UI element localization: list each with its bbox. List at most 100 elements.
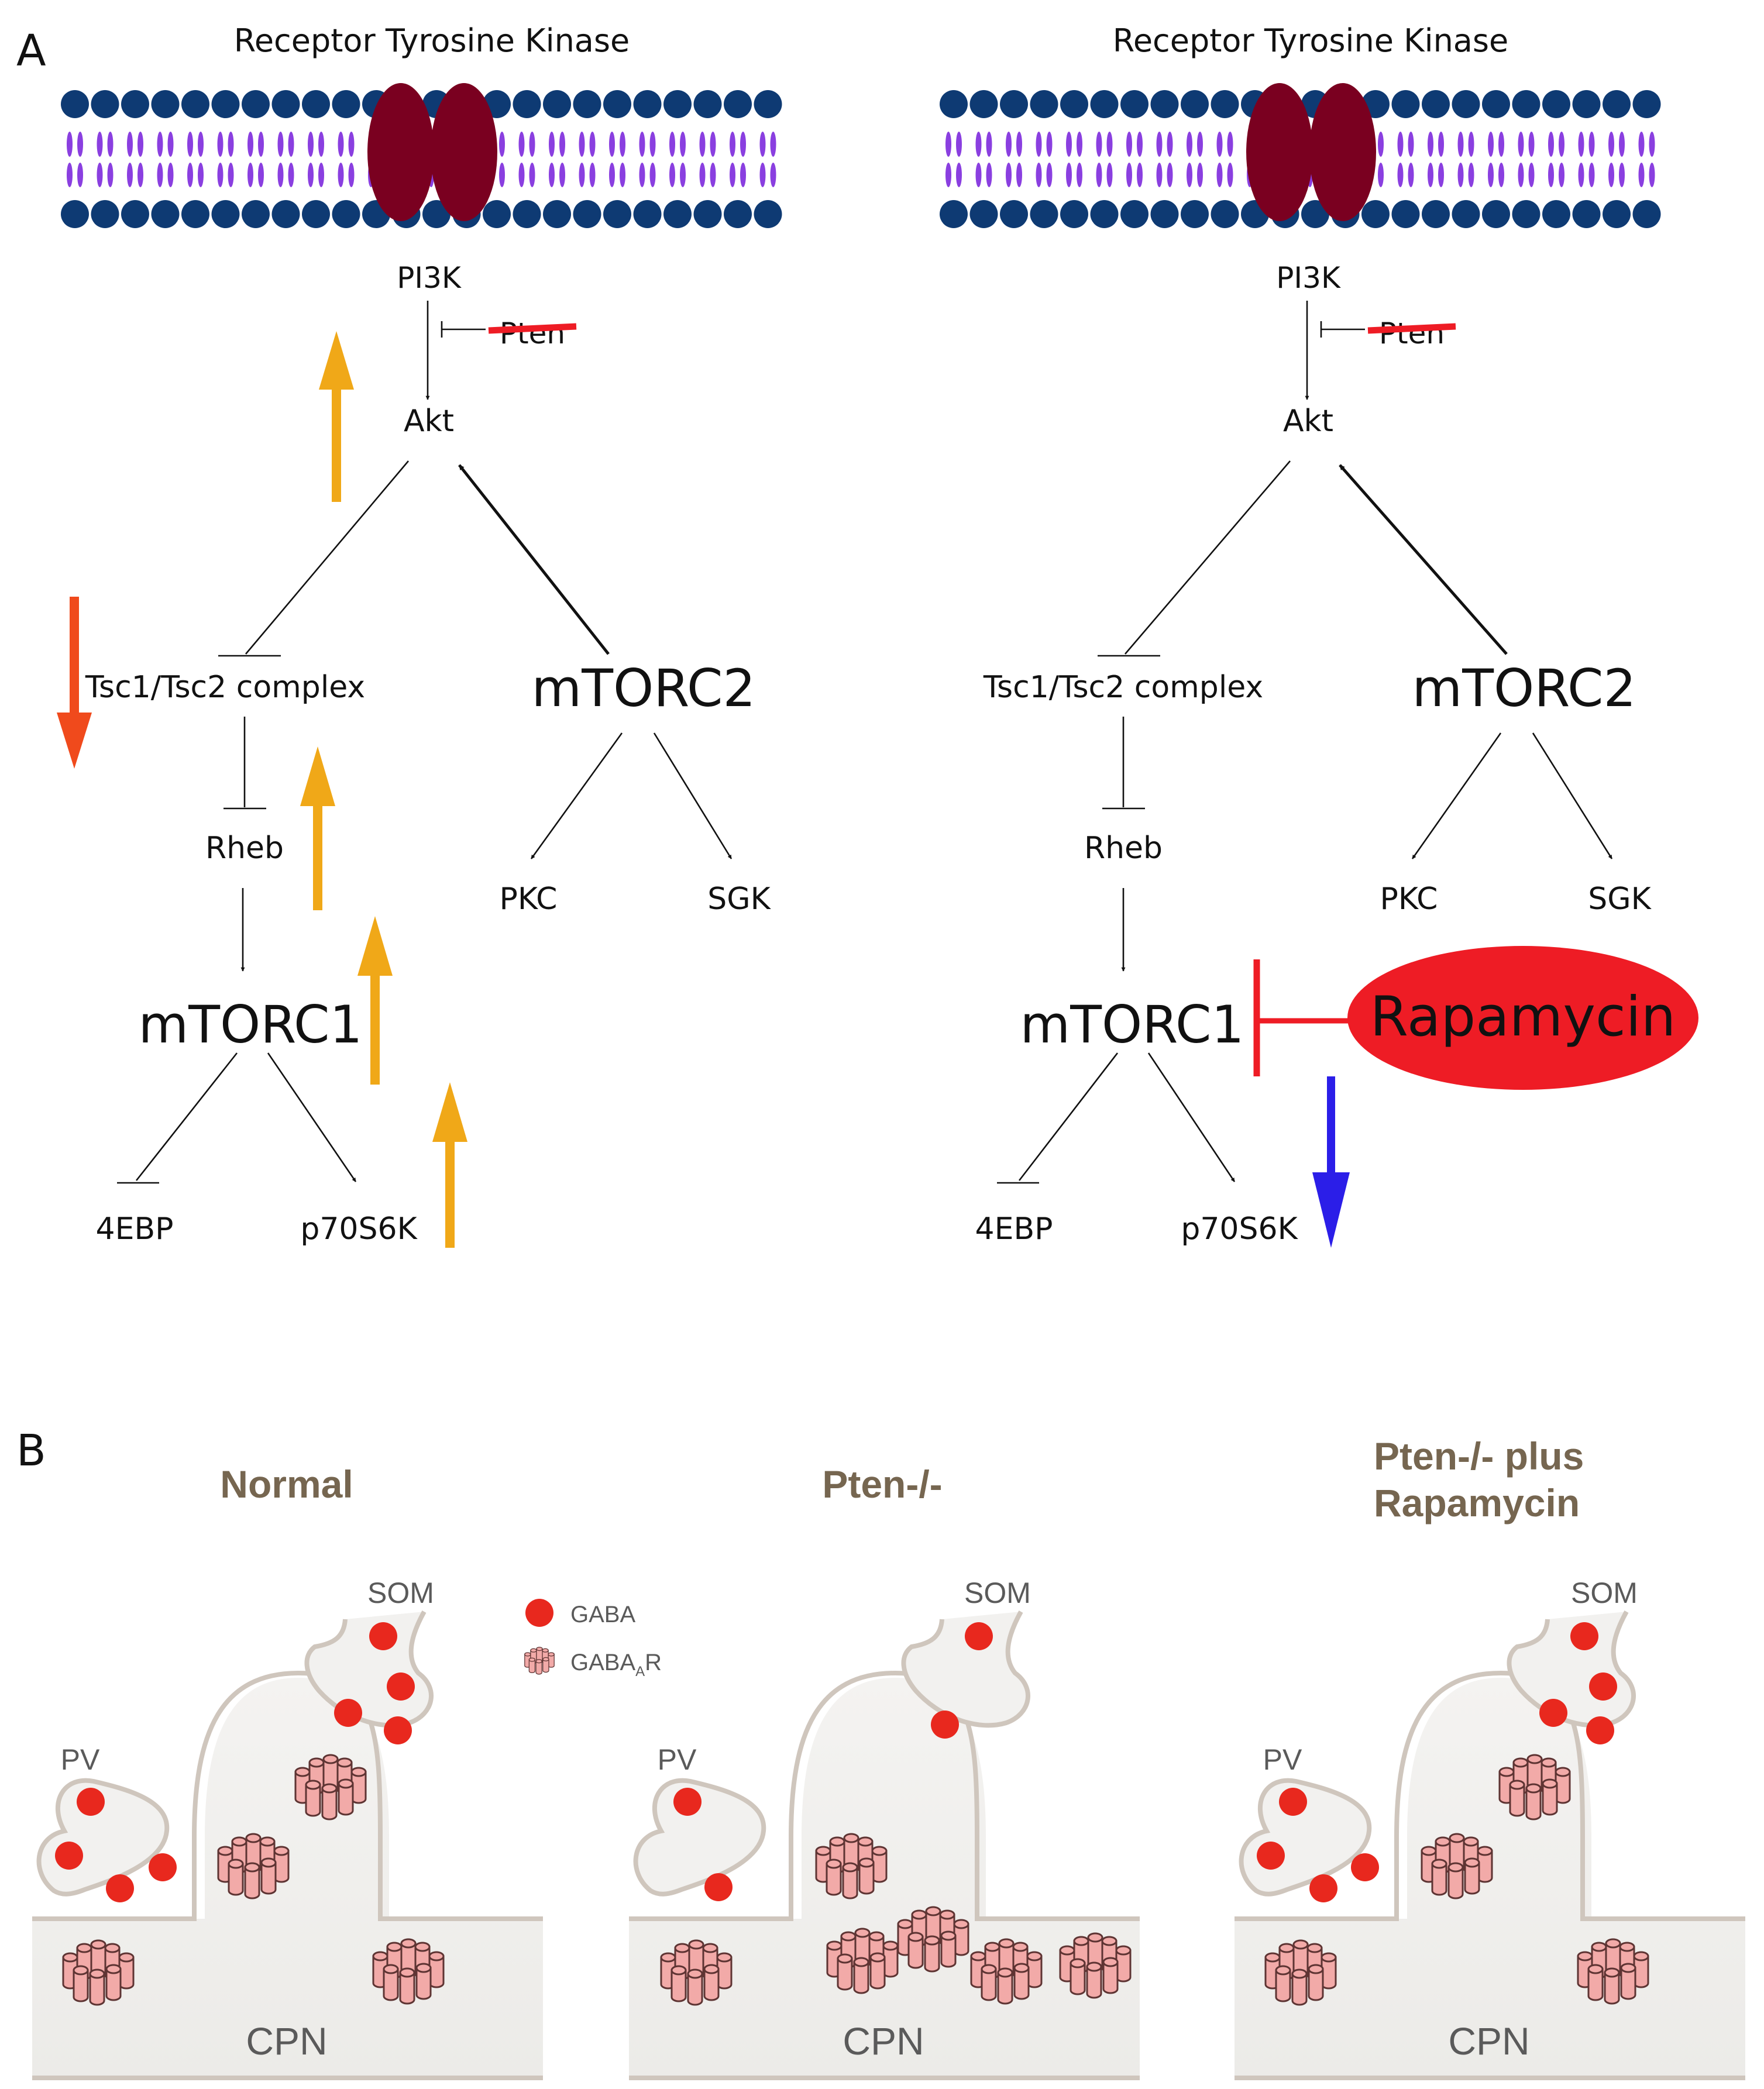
lipid-tail: [1619, 132, 1625, 157]
lipid-head: [663, 90, 692, 118]
legend-gabaa-label: GABAAR: [570, 1650, 662, 1680]
lipid-head: [1542, 90, 1570, 118]
som-label-normal: SOM: [367, 1577, 434, 1609]
condition-pten-ko-rapamycin: SOM PV CPN: [1235, 1577, 1745, 2080]
lipid-tail: [1488, 132, 1494, 157]
lipid-tail: [77, 163, 83, 187]
lipid-head: [151, 90, 180, 118]
lipid-tail: [97, 163, 103, 187]
lipid-tail: [1518, 163, 1524, 187]
lipid-tail: [956, 163, 962, 187]
pv-label-rapamycin: PV: [1263, 1743, 1302, 1776]
lipid-tail: [1438, 163, 1444, 187]
lipid-tail: [518, 163, 525, 187]
lipid-head: [1512, 90, 1541, 118]
lipid-tail: [1197, 163, 1203, 187]
lipid-head: [91, 200, 119, 228]
lipid-head: [1120, 200, 1149, 228]
lipid-tail: [1066, 163, 1072, 187]
lipid-head: [724, 200, 752, 228]
lipid-head: [573, 90, 601, 118]
lipid-tail: [649, 132, 656, 157]
lipid-tail: [1619, 163, 1625, 187]
lipid-head: [633, 90, 662, 118]
lipid-tail: [549, 132, 555, 157]
node-pi3k-left: PI3K: [397, 261, 462, 295]
lipid-tail: [770, 163, 776, 187]
node-rheb-right: Rheb: [1084, 831, 1163, 866]
lipid-tail: [680, 132, 686, 157]
lipid-head: [1150, 90, 1179, 118]
lipid-tail: [759, 163, 766, 187]
pv-label-pten-ko: PV: [658, 1743, 697, 1776]
pten-knockout-strike-left: [488, 323, 577, 334]
lipid-tail: [1066, 132, 1072, 157]
lipid-tail: [107, 163, 114, 187]
lipid-head: [754, 90, 782, 118]
receptor-subunit-left-2: [431, 83, 497, 221]
lipid-tail: [499, 163, 505, 187]
lipid-head: [663, 200, 692, 228]
node-p70s6k-right: p70S6K: [1181, 1212, 1298, 1247]
lipid-tail: [127, 163, 133, 187]
panel-b-label: B: [16, 1426, 46, 1476]
lipid-tail: [1156, 132, 1163, 157]
lipid-head: [513, 90, 541, 118]
lipid-tail: [67, 132, 73, 157]
lipid-head: [543, 90, 571, 118]
node-sgk-right: SGK: [1588, 882, 1652, 917]
lipid-head: [61, 90, 89, 118]
som-terminal-pten-ko: [901, 1610, 1030, 1728]
cpn-label-normal: CPN: [246, 2019, 327, 2063]
lipid-tail: [549, 163, 555, 187]
lipid-tail: [1077, 132, 1082, 157]
lipid-tail: [1106, 163, 1113, 187]
lipid-tail: [1378, 163, 1384, 187]
lipid-tail: [529, 132, 535, 157]
lipid-tail: [579, 132, 585, 157]
lipid-tail: [288, 163, 294, 187]
lipid-tail: [318, 132, 324, 157]
lipid-tail: [228, 132, 234, 157]
lipid-head: [211, 90, 240, 118]
lipid-tail: [1608, 132, 1614, 157]
lipid-tail: [699, 163, 706, 187]
lipid-head: [1452, 90, 1480, 118]
panel-a-label: A: [16, 26, 46, 76]
som-label-rapamycin: SOM: [1571, 1577, 1638, 1609]
lipid-tail: [579, 163, 585, 187]
lipid-tail: [217, 132, 223, 157]
lipid-head: [211, 200, 240, 228]
lipid-tail: [1578, 132, 1584, 157]
lipid-tail: [1649, 132, 1655, 157]
lipid-head: [1090, 90, 1119, 118]
lipid-tail: [247, 132, 253, 157]
lipid-head: [271, 90, 300, 118]
lipid-head: [1030, 200, 1058, 228]
rheb-increase-arrow: [300, 746, 335, 910]
lipid-tail: [975, 163, 982, 187]
arrow-mtorc2-akt-right: [1339, 464, 1508, 655]
lipid-tail: [167, 132, 174, 157]
lipid-head: [1572, 90, 1601, 118]
node-mtorc2-left: mTORC2: [532, 658, 756, 718]
legend-gaba-dot: [525, 1599, 553, 1627]
lipid-head: [302, 90, 330, 118]
node-rheb-left: Rheb: [205, 831, 284, 866]
lipid-tail: [559, 163, 565, 187]
lipid-tail: [589, 163, 596, 187]
lipid-tail: [77, 132, 83, 157]
lipid-tail: [1638, 132, 1645, 157]
lipid-head: [940, 200, 968, 228]
arrow-mtorc2-pkc-left: [530, 732, 623, 859]
lipid-tail: [639, 163, 645, 187]
lipid-tail: [669, 163, 675, 187]
lipid-head: [1060, 90, 1088, 118]
lipid-tail: [157, 132, 163, 157]
lipid-tail: [1397, 163, 1404, 187]
node-4ebp-right: 4EBP: [975, 1212, 1053, 1247]
lipid-tail: [1488, 163, 1494, 187]
lipid-head: [61, 200, 89, 228]
lipid-head: [121, 90, 149, 118]
lipid-tail: [198, 132, 204, 157]
